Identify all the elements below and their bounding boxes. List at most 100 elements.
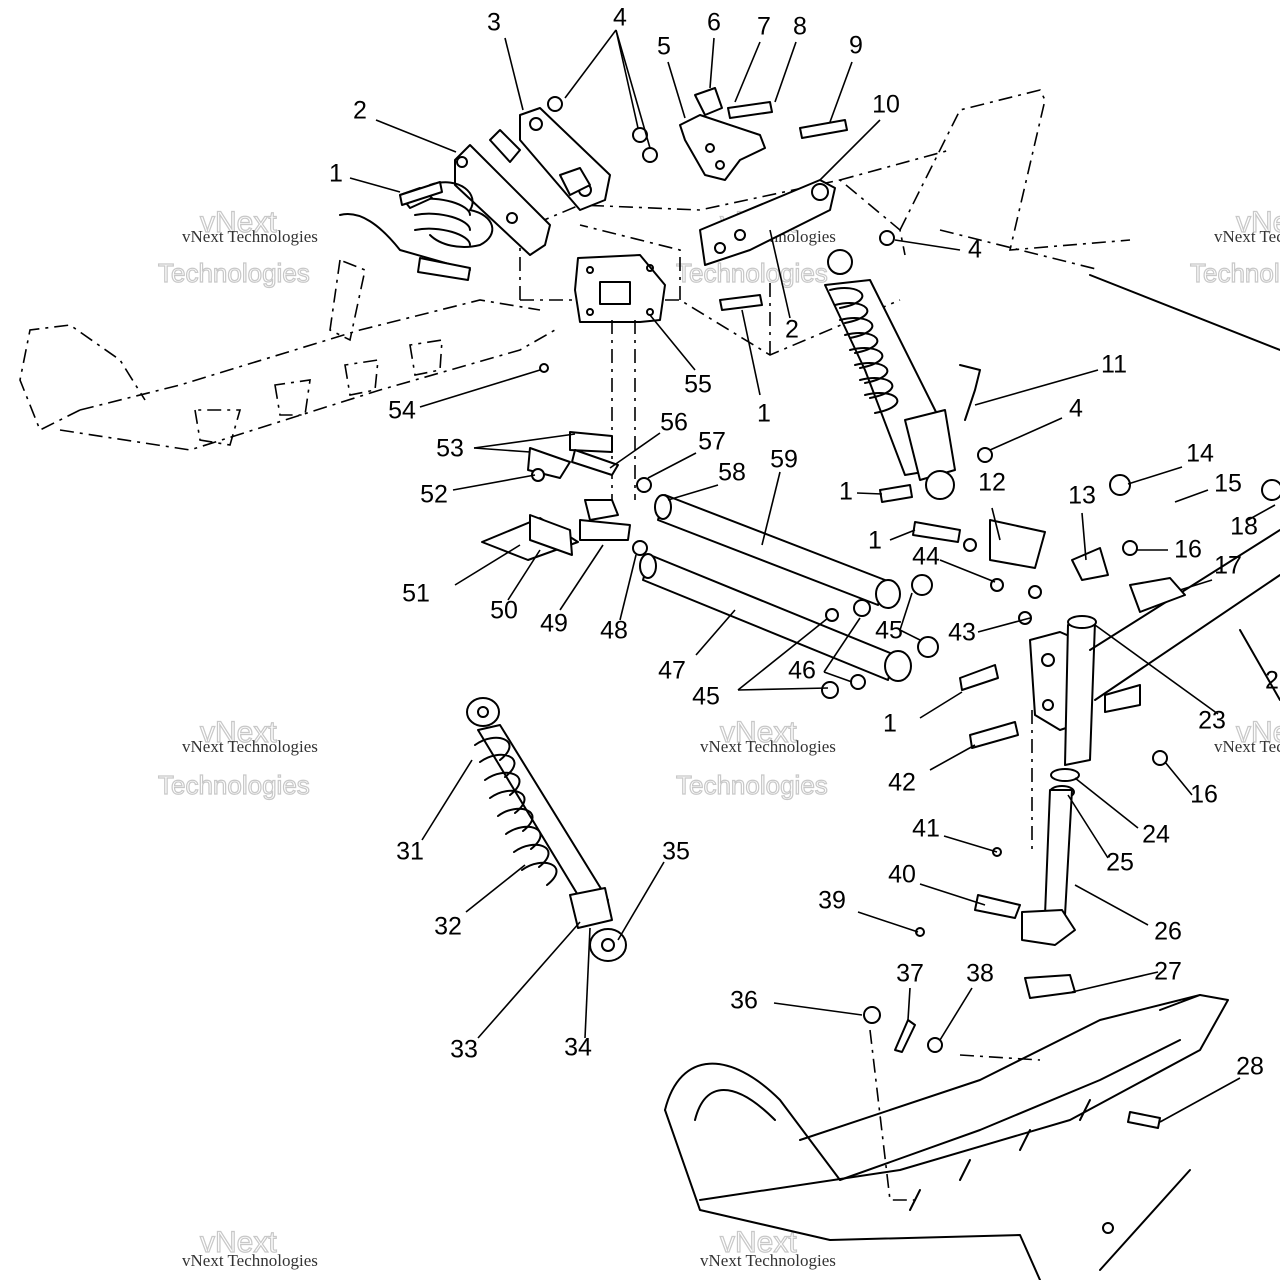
callout-58: 58 bbox=[718, 459, 746, 487]
callout-16: 16 bbox=[1174, 536, 1202, 564]
callout-1: 1 bbox=[757, 400, 771, 428]
callout-17: 17 bbox=[1214, 552, 1242, 580]
watermark-logo-text: vNext bbox=[720, 1226, 797, 1259]
watermark-sub-text: Technologies bbox=[676, 770, 828, 800]
callout-2: 2 bbox=[353, 97, 367, 125]
callout-42: 42 bbox=[888, 769, 916, 797]
callout-10: 10 bbox=[872, 91, 900, 119]
left-shock-absorber bbox=[466, 697, 627, 962]
callout-9: 9 bbox=[849, 32, 863, 60]
callout-55: 55 bbox=[684, 371, 712, 399]
upper-bracket-5 bbox=[679, 87, 848, 181]
watermark-top-left: vNext vNext Technologies Technologies bbox=[157, 205, 318, 288]
left-linkage bbox=[481, 431, 652, 561]
upper-bracket-3 bbox=[519, 107, 611, 211]
watermark-text: vNext Technologies bbox=[700, 1251, 836, 1270]
callout-52: 52 bbox=[420, 481, 448, 509]
callout-4: 4 bbox=[613, 4, 627, 32]
callout-40: 40 bbox=[888, 861, 916, 889]
callout-54: 54 bbox=[388, 397, 416, 425]
callout-57: 57 bbox=[698, 428, 726, 456]
watermark-logo-text: vNext bbox=[1236, 716, 1280, 749]
watermark-text: vNext Technologies bbox=[700, 737, 836, 756]
callout-labels: 1 2 3 4 5 6 7 8 9 10 4 2 1 55 54 11 4 14… bbox=[329, 4, 1279, 1081]
callout-56: 56 bbox=[660, 409, 688, 437]
callout-45: 45 bbox=[875, 617, 903, 645]
watermark-text: vNext Technologies bbox=[182, 227, 318, 246]
callout-31: 31 bbox=[396, 838, 424, 866]
watermark-sub-text: Technologies bbox=[676, 258, 828, 288]
callout-3: 3 bbox=[487, 9, 501, 37]
callout-25: 25 bbox=[1106, 849, 1134, 877]
mounting-plate-55 bbox=[574, 254, 666, 520]
callout-14: 14 bbox=[1186, 440, 1214, 468]
callout-4: 4 bbox=[968, 236, 982, 264]
callout-15: 15 bbox=[1214, 470, 1242, 498]
left-ski-outline bbox=[19, 258, 556, 451]
callout-34: 34 bbox=[564, 1034, 592, 1062]
watermark-text: vNext Technologies bbox=[1214, 737, 1280, 756]
callout-32: 32 bbox=[434, 913, 462, 941]
watermark-text: vNext Technologies bbox=[182, 737, 318, 756]
callout-27: 27 bbox=[1154, 958, 1182, 986]
callout-13: 13 bbox=[1068, 482, 1096, 510]
callout-41: 41 bbox=[912, 815, 940, 843]
spindle-assembly bbox=[974, 615, 1097, 999]
callout-38: 38 bbox=[966, 960, 994, 988]
callout-45: 45 bbox=[692, 683, 720, 711]
callout-1: 1 bbox=[883, 710, 897, 738]
callout-1: 1 bbox=[868, 527, 882, 555]
callout-28: 28 bbox=[1236, 1053, 1264, 1081]
watermark-logo-text: vNext bbox=[1236, 206, 1280, 239]
callout-5: 5 bbox=[657, 33, 671, 61]
callout-44: 44 bbox=[912, 543, 940, 571]
callout-2: 2 bbox=[785, 316, 799, 344]
callout-50: 50 bbox=[490, 597, 518, 625]
callout-2: 2 bbox=[1265, 667, 1279, 695]
callout-1: 1 bbox=[839, 478, 853, 506]
callout-36: 36 bbox=[730, 987, 758, 1015]
upper-link-10 bbox=[699, 179, 836, 266]
watermark-top-right: vNext vNext Technologies Technologies bbox=[1189, 205, 1280, 288]
watermark-logo-text: vNext bbox=[720, 716, 797, 749]
callout-24: 24 bbox=[1142, 821, 1170, 849]
right-shock-absorber bbox=[824, 249, 956, 500]
watermark-logo-text: vNext bbox=[200, 206, 277, 239]
watermark-mid-center: vNext vNext Technologies Technologies bbox=[675, 715, 836, 800]
watermark-bottom-left: vNext vNext Technologies bbox=[182, 1225, 318, 1270]
callout-53: 53 bbox=[436, 435, 464, 463]
callout-7: 7 bbox=[757, 13, 771, 41]
hardware-bolts-nuts bbox=[399, 96, 1280, 1201]
radius-rod-59 bbox=[654, 494, 901, 609]
callout-16: 16 bbox=[1190, 781, 1218, 809]
callout-46: 46 bbox=[788, 657, 816, 685]
watermark-mid-right: vNext vNext Technologies bbox=[1214, 715, 1280, 756]
callout-47: 47 bbox=[658, 657, 686, 685]
watermark-sub-text: Technologies bbox=[158, 258, 310, 288]
callout-59: 59 bbox=[770, 446, 798, 474]
watermark-sub-text: Technologies bbox=[158, 770, 310, 800]
watermark-text: vNext Technologies bbox=[1214, 227, 1280, 246]
callout-12: 12 bbox=[978, 469, 1006, 497]
callout-37: 37 bbox=[896, 960, 924, 988]
watermark-mid-left: vNext vNext Technologies Technologies bbox=[157, 715, 318, 800]
watermark-sub-text: Technologies bbox=[1190, 258, 1280, 288]
callout-33: 33 bbox=[450, 1036, 478, 1064]
callout-35: 35 bbox=[662, 838, 690, 866]
callout-51: 51 bbox=[402, 580, 430, 608]
left-spring-bracket bbox=[339, 129, 551, 281]
callout-49: 49 bbox=[540, 610, 568, 638]
callout-18: 18 bbox=[1230, 513, 1258, 541]
callout-39: 39 bbox=[818, 887, 846, 915]
watermark-logo-text: vNext bbox=[200, 1226, 277, 1259]
watermark-text: vNext Technologies bbox=[182, 1251, 318, 1270]
callout-6: 6 bbox=[707, 9, 721, 37]
callout-43: 43 bbox=[948, 619, 976, 647]
watermark-logo-text: vNext bbox=[200, 716, 277, 749]
callout-1: 1 bbox=[329, 160, 343, 188]
callout-8: 8 bbox=[793, 13, 807, 41]
callout-4: 4 bbox=[1069, 395, 1083, 423]
leader-lines bbox=[349, 29, 1276, 1123]
